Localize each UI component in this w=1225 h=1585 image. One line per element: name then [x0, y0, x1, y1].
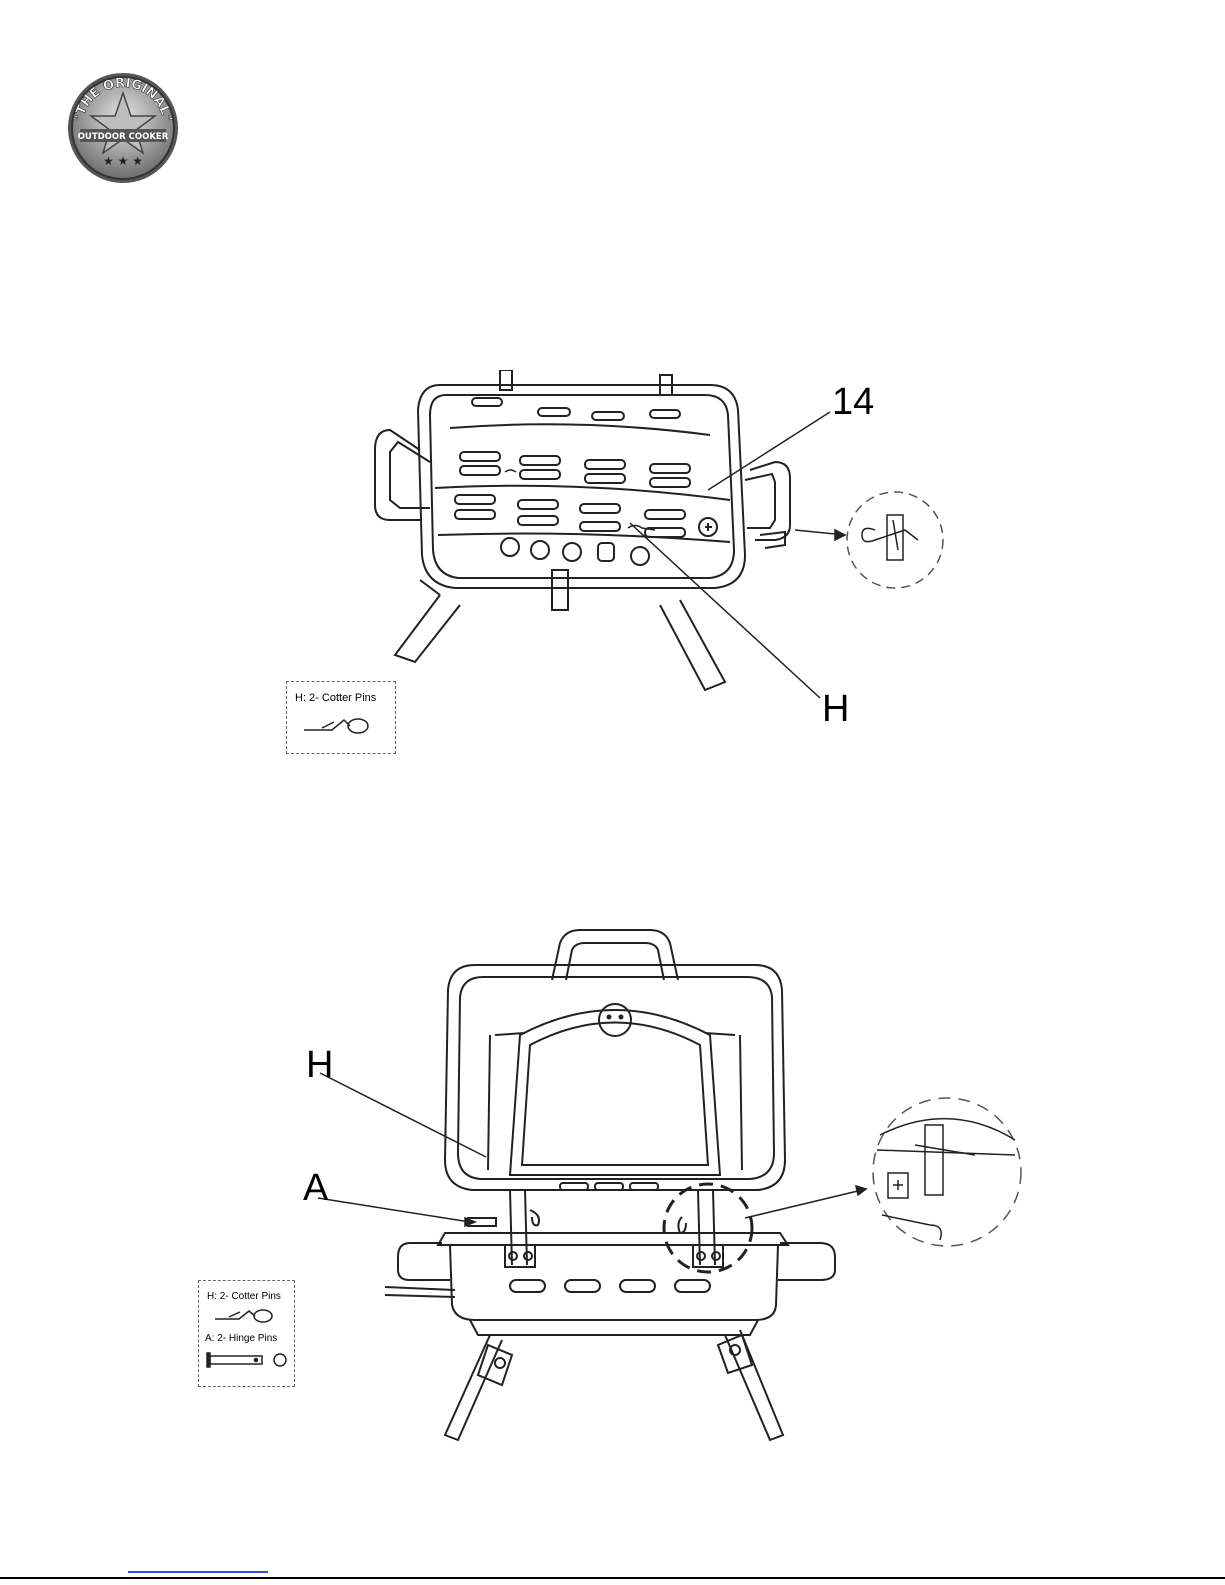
hinge-pin-icon: [204, 1349, 292, 1371]
callout-part-h-lid: H: [306, 1046, 333, 1084]
footer-rule: [0, 1577, 1225, 1579]
parts-box-cotter-and-hinge-pins: H: 2- Cotter Pins A: 2- Hinge Pins: [198, 1280, 295, 1387]
footer-link-underline[interactable]: [128, 1571, 268, 1573]
original-outdoor-cooker-logo: "THE ORIGINAL" OUTDOOR COOKER ★ ★ ★: [66, 71, 180, 185]
hinge-pin-detail-bubble: [873, 1098, 1021, 1246]
svg-text:OUTDOOR COOKER: OUTDOOR COOKER: [78, 132, 169, 142]
cotter-pin-icon: [213, 1305, 283, 1327]
cotter-pin-detail-bubble: [847, 492, 943, 588]
parts-label-hinge-pins: A: 2- Hinge Pins: [205, 1333, 277, 1344]
cotter-pin-icon: [302, 710, 382, 740]
grill-top-view-drawing: [360, 370, 860, 700]
callout-part-a: A: [303, 1169, 328, 1207]
callout-part-h: H: [822, 690, 849, 728]
parts-label-cotter-pins: H: 2- Cotter Pins: [207, 1291, 281, 1302]
parts-label-cotter-pins: H: 2- Cotter Pins: [295, 692, 376, 704]
parts-box-cotter-pins: H: 2- Cotter Pins: [286, 681, 396, 754]
grill-lid-open-drawing: [380, 925, 880, 1465]
callout-part-14: 14: [832, 383, 874, 421]
svg-text:★ ★ ★: ★ ★ ★: [103, 154, 143, 168]
